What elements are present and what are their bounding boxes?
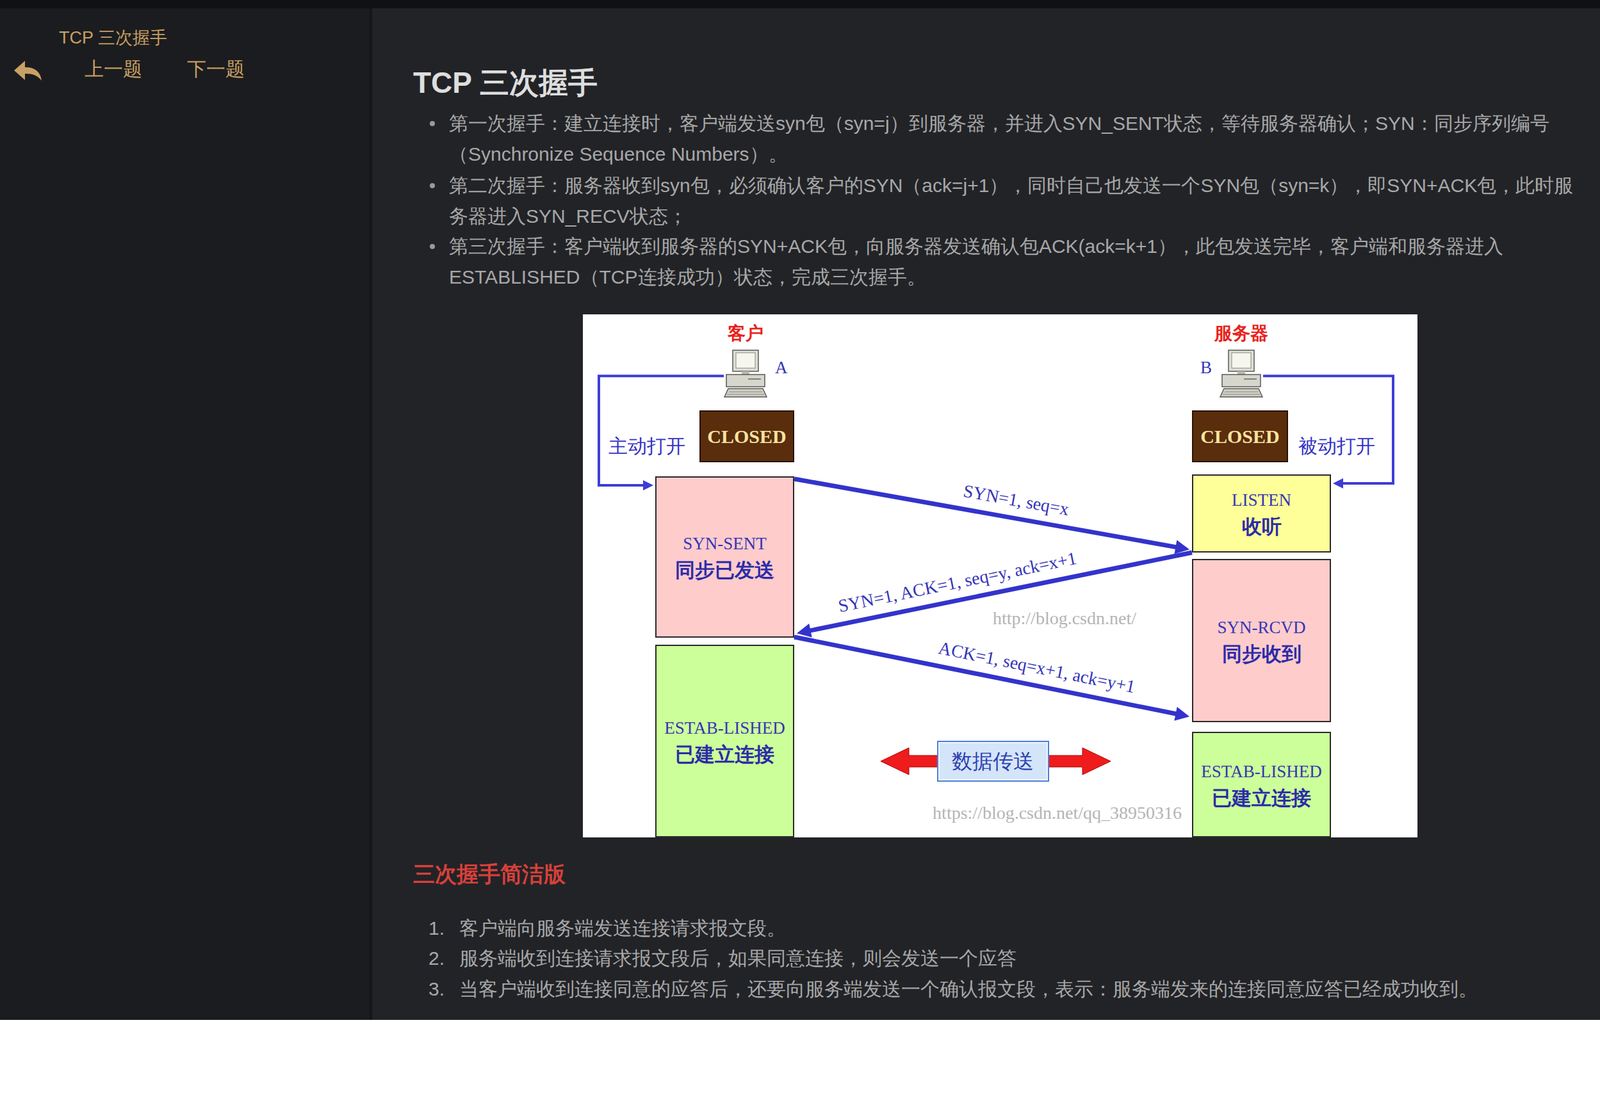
sidebar — [0, 8, 373, 1021]
edge-label: 被动打开 — [1298, 434, 1376, 458]
watermark: https://blog.csdn.net/qq_38950316 — [932, 802, 1182, 825]
diagram-image: http://blog.csdn.net/https://blog.csdn.n… — [582, 314, 1418, 838]
key-row — [1222, 394, 1260, 396]
state-box: LISTEN收听 — [1191, 474, 1331, 553]
state-name: 已建立连接 — [675, 741, 775, 768]
list-number: 1. — [428, 913, 445, 945]
list-number: 2. — [428, 943, 445, 975]
state-label: SYN-SENT — [682, 530, 767, 557]
computer-case — [1222, 374, 1261, 387]
state-box: CLOSED — [699, 410, 795, 463]
state-label: ESTAB-LISHED — [664, 715, 785, 742]
state-label: LISTEN — [1231, 487, 1292, 514]
edge-label: SYN=1, seq=x — [960, 481, 1073, 521]
bullet-text: 第三次握手：客户端收到服务器的SYN+ACK包，向服务器发送确认包ACK(ack… — [448, 231, 1590, 293]
box-label: 数据传送 — [951, 748, 1034, 775]
red-arrow — [880, 748, 946, 776]
edge-label: 主动打开 — [608, 434, 686, 458]
data-box: 数据传送 — [937, 741, 1050, 783]
node-letter: B — [1200, 358, 1212, 378]
bullet-text: 第一次握手：建立连接时，客户端发送syn包（syn=j）到服务器，并进入SYN_… — [448, 108, 1590, 170]
node-heading: 服务器 — [1214, 323, 1269, 344]
top-bar — [0, 0, 1600, 9]
state-box: CLOSED — [1191, 410, 1289, 463]
key-row — [1224, 391, 1258, 393]
state-label: SYN-RCVD — [1216, 614, 1306, 641]
back-arrow-icon — [12, 58, 43, 82]
state-name: 同步已发送 — [675, 556, 775, 584]
bullet-dot — [429, 183, 435, 189]
state-box: ESTAB-LISHED已建立连接 — [655, 644, 795, 838]
red-arrow — [1040, 748, 1111, 776]
state-box: SYN-SENT同步已发送 — [655, 476, 795, 638]
computer-node: 客户A — [723, 349, 768, 399]
message-arrow — [794, 479, 1183, 549]
monitor — [732, 350, 759, 372]
sidebar-title: TCP 三次握手 — [58, 26, 168, 49]
state-name: 同步收到 — [1222, 640, 1302, 668]
screen — [1231, 352, 1251, 369]
edge-label: ACK=1, seq=x+1, ack=y+1 — [934, 637, 1139, 698]
list-number: 3. — [428, 974, 445, 1005]
list-item: 服务端收到连接请求报文段后，如果同意连接，则会发送一个应答 — [459, 943, 1017, 975]
back-arrow-shape — [14, 60, 42, 81]
page-ground: http://blog.csdn.net/https://blog.csdn.n… — [0, 0, 1600, 1021]
node-letter: A — [775, 358, 788, 378]
keyboard — [724, 388, 767, 398]
monitor — [1228, 350, 1255, 372]
state-label: ESTAB-LISHED — [1200, 759, 1322, 785]
watermark: http://blog.csdn.net/ — [992, 607, 1137, 630]
section-heading: 三次握手简洁版 — [413, 861, 566, 888]
computer-node: 服务器B — [1219, 349, 1264, 399]
node-heading: 客户 — [727, 323, 764, 344]
bullet-text: 第二次握手：服务器收到syn包，必须确认客户的SYN（ack=j+1），同时自己… — [448, 170, 1590, 232]
page-title: TCP 三次握手 — [413, 65, 598, 100]
bullet-dot — [429, 121, 435, 127]
state-name: 收听 — [1241, 513, 1282, 540]
state-name: 已建立连接 — [1211, 784, 1312, 812]
drive-slot — [748, 378, 761, 380]
drive-slot — [1243, 378, 1257, 380]
state-box: ESTAB-LISHED已建立连接 — [1191, 732, 1331, 838]
nav-link: 上一题 — [84, 57, 143, 81]
state-label: CLOSED — [1200, 425, 1280, 449]
key-row — [728, 391, 763, 393]
list-item: 当客户端收到连接同意的应答后，还要向服务端发送一个确认报文段，表示：服务端发来的… — [459, 974, 1478, 1005]
computer-icon — [723, 349, 768, 399]
screen — [735, 352, 756, 369]
computer-icon — [1219, 349, 1264, 399]
nav-link: 下一题 — [187, 57, 245, 81]
message-arrow — [794, 637, 1183, 716]
list-item: 客户端向服务端发送连接请求报文段。 — [459, 913, 786, 945]
state-label: CLOSED — [707, 425, 786, 449]
state-box: SYN-RCVD同步收到 — [1191, 559, 1331, 723]
bullet-dot — [429, 244, 435, 250]
keyboard — [1220, 388, 1263, 398]
key-row — [726, 394, 765, 396]
computer-case — [726, 374, 765, 387]
